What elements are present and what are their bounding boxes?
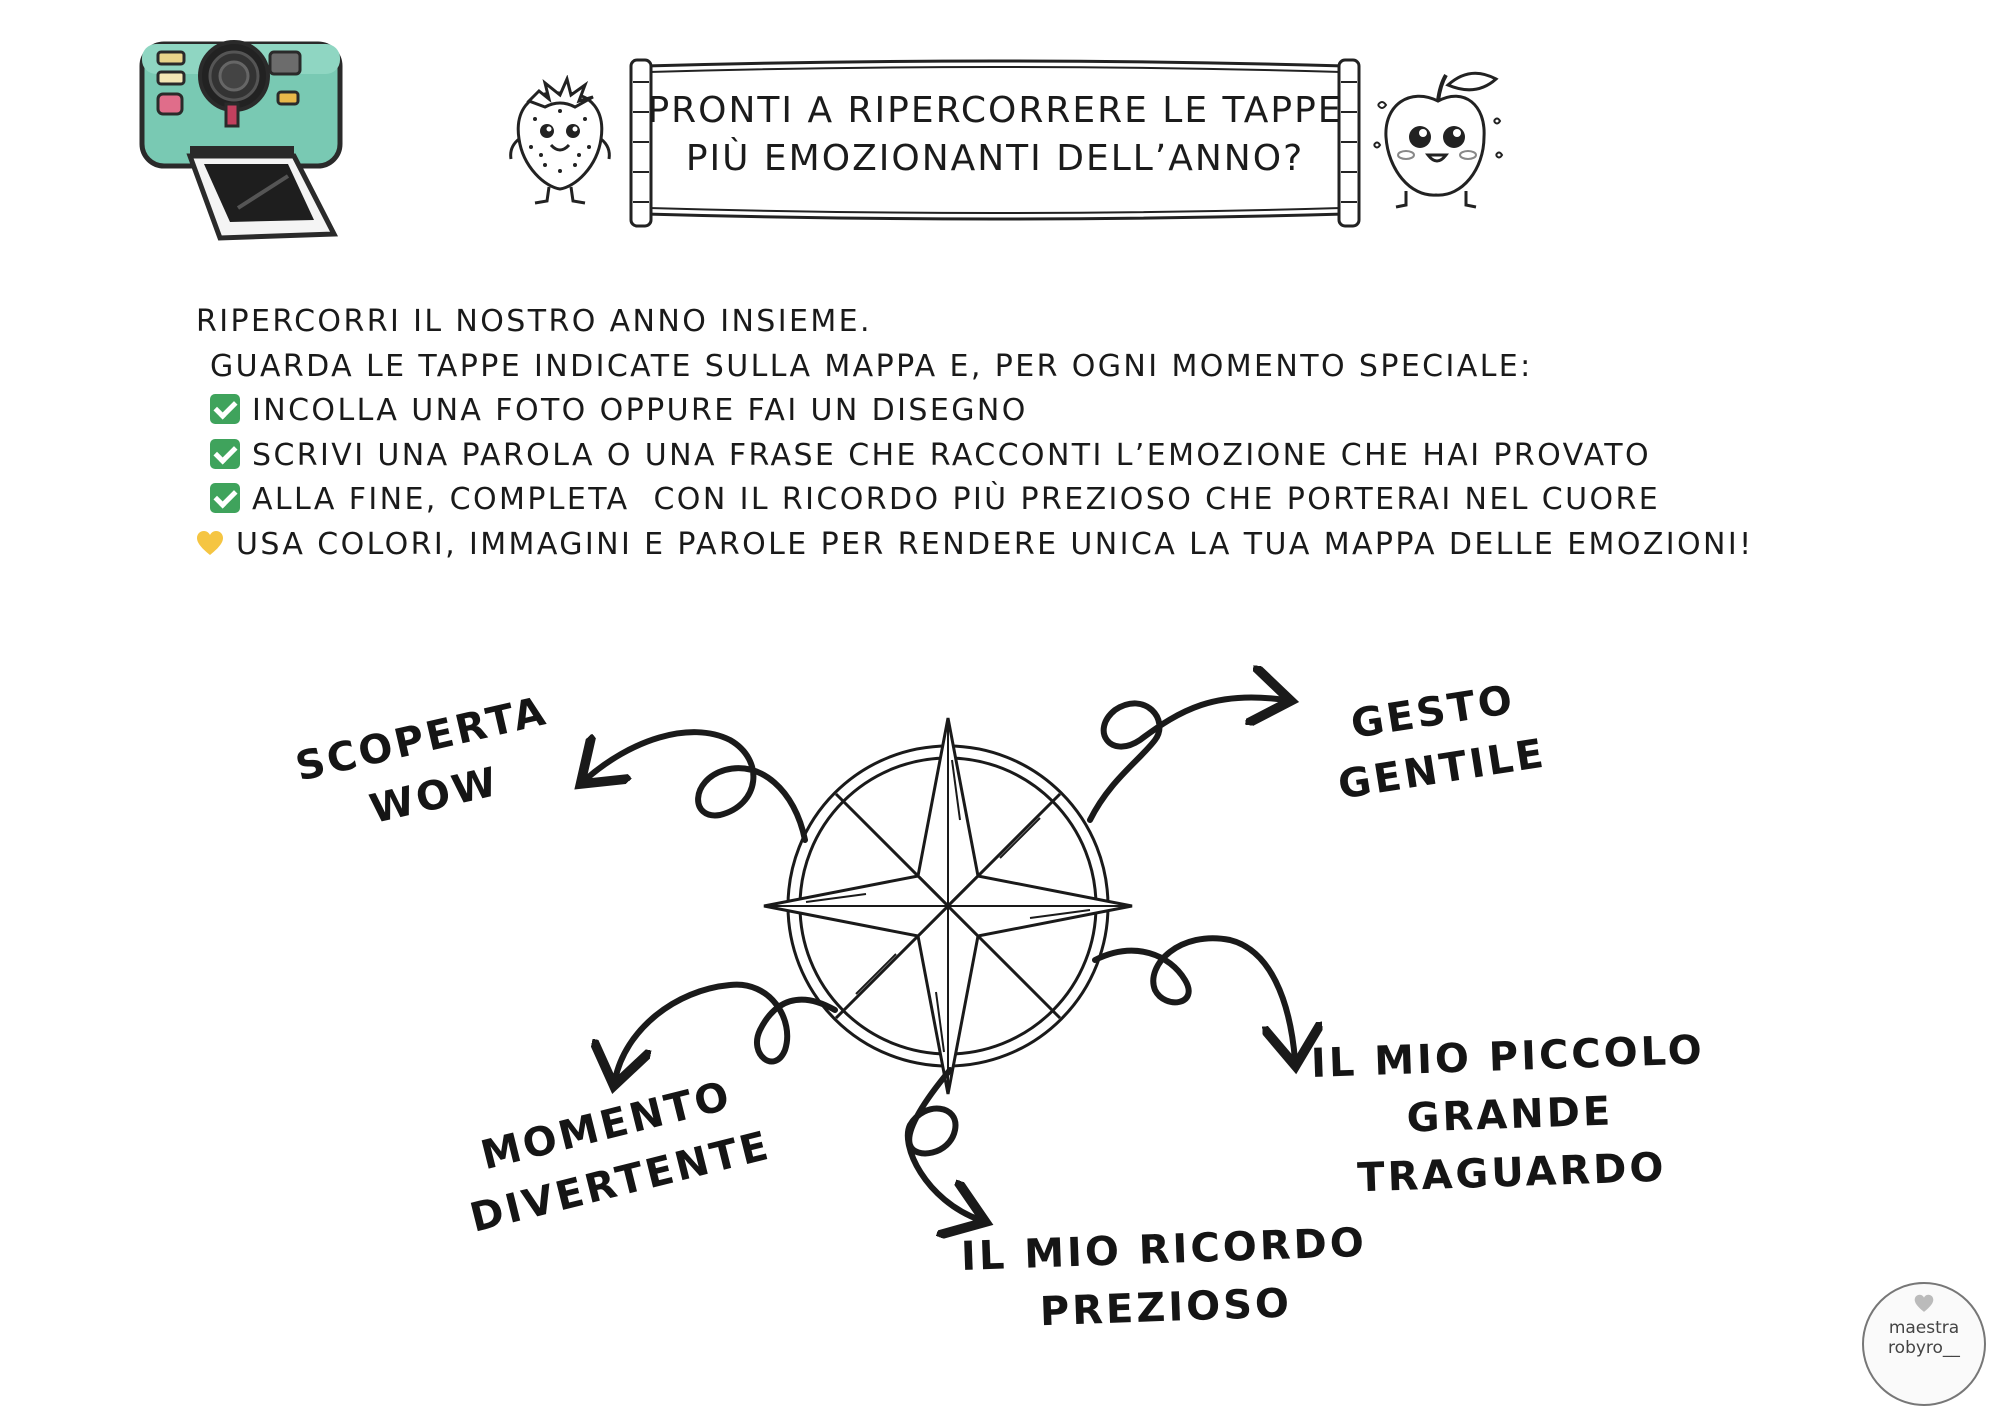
instruction-step-1-text: INCOLLA UNA FOTO OPPURE FAI UN DISEGNO	[252, 393, 1028, 429]
stage-piccolo-grande-traguardo: IL MIO PICCOLO GRANDE TRAGUARDO	[1310, 1021, 1710, 1209]
heart-icon	[197, 530, 223, 555]
stage-ricordo-prezioso: IL MIO RICORDO PREZIOSO	[960, 1214, 1370, 1344]
camera-icon	[139, 40, 343, 241]
logo-line-2: robyro__	[1888, 1338, 1960, 1358]
check-icon	[210, 394, 240, 425]
title-line-1: PRONTI A RIPERCORRERE LE TAPPE	[647, 90, 1343, 131]
instruction-line-2: GUARDA LE TAPPE INDICATE SULLA MAPPA E, …	[210, 348, 1533, 384]
title-scroll	[629, 58, 1361, 228]
page-title: PRONTI A RIPERCORRERE LE TAPPE PIÙ EMOZI…	[640, 90, 1350, 190]
compass-rose-icon	[763, 717, 1133, 1095]
instruction-step-1: INCOLLA UNA FOTO OPPURE FAI UN DISEGNO	[196, 389, 1754, 434]
heart-icon	[1914, 1294, 1934, 1312]
instruction-step-3: ALLA FINE, COMPLETA CON IL RICORDO PIÙ P…	[196, 478, 1754, 523]
title-line-2: PIÙ EMOZIONANTI DELL’ANNO?	[685, 138, 1305, 179]
stage-arrows	[585, 697, 1295, 1220]
maestra-robyro-logo: maestra robyro__	[1862, 1282, 1986, 1406]
instruction-step-2: SCRIVI UNA PAROLA O UNA FRASE CHE RACCON…	[196, 434, 1754, 479]
logo-line-1: maestra	[1888, 1318, 1960, 1338]
instruction-final-text: USA COLORI, IMMAGINI E PAROLE PER RENDER…	[236, 526, 1754, 562]
instruction-line-1: RIPERCORRI IL NOSTRO ANNO INSIEME.	[196, 304, 872, 339]
instruction-step-3-text: ALLA FINE, COMPLETA CON IL RICORDO PIÙ P…	[252, 482, 1661, 518]
strawberry-icon	[509, 75, 611, 205]
apple-icon	[1373, 71, 1504, 209]
instructions: RIPERCORRI IL NOSTRO ANNO INSIEME. GUARD…	[196, 300, 1754, 568]
check-icon	[210, 483, 240, 514]
instruction-final: USA COLORI, IMMAGINI E PAROLE PER RENDER…	[196, 523, 1754, 568]
check-icon	[210, 438, 240, 469]
instruction-step-2-text: SCRIVI UNA PAROLA O UNA FRASE CHE RACCON…	[252, 437, 1651, 473]
